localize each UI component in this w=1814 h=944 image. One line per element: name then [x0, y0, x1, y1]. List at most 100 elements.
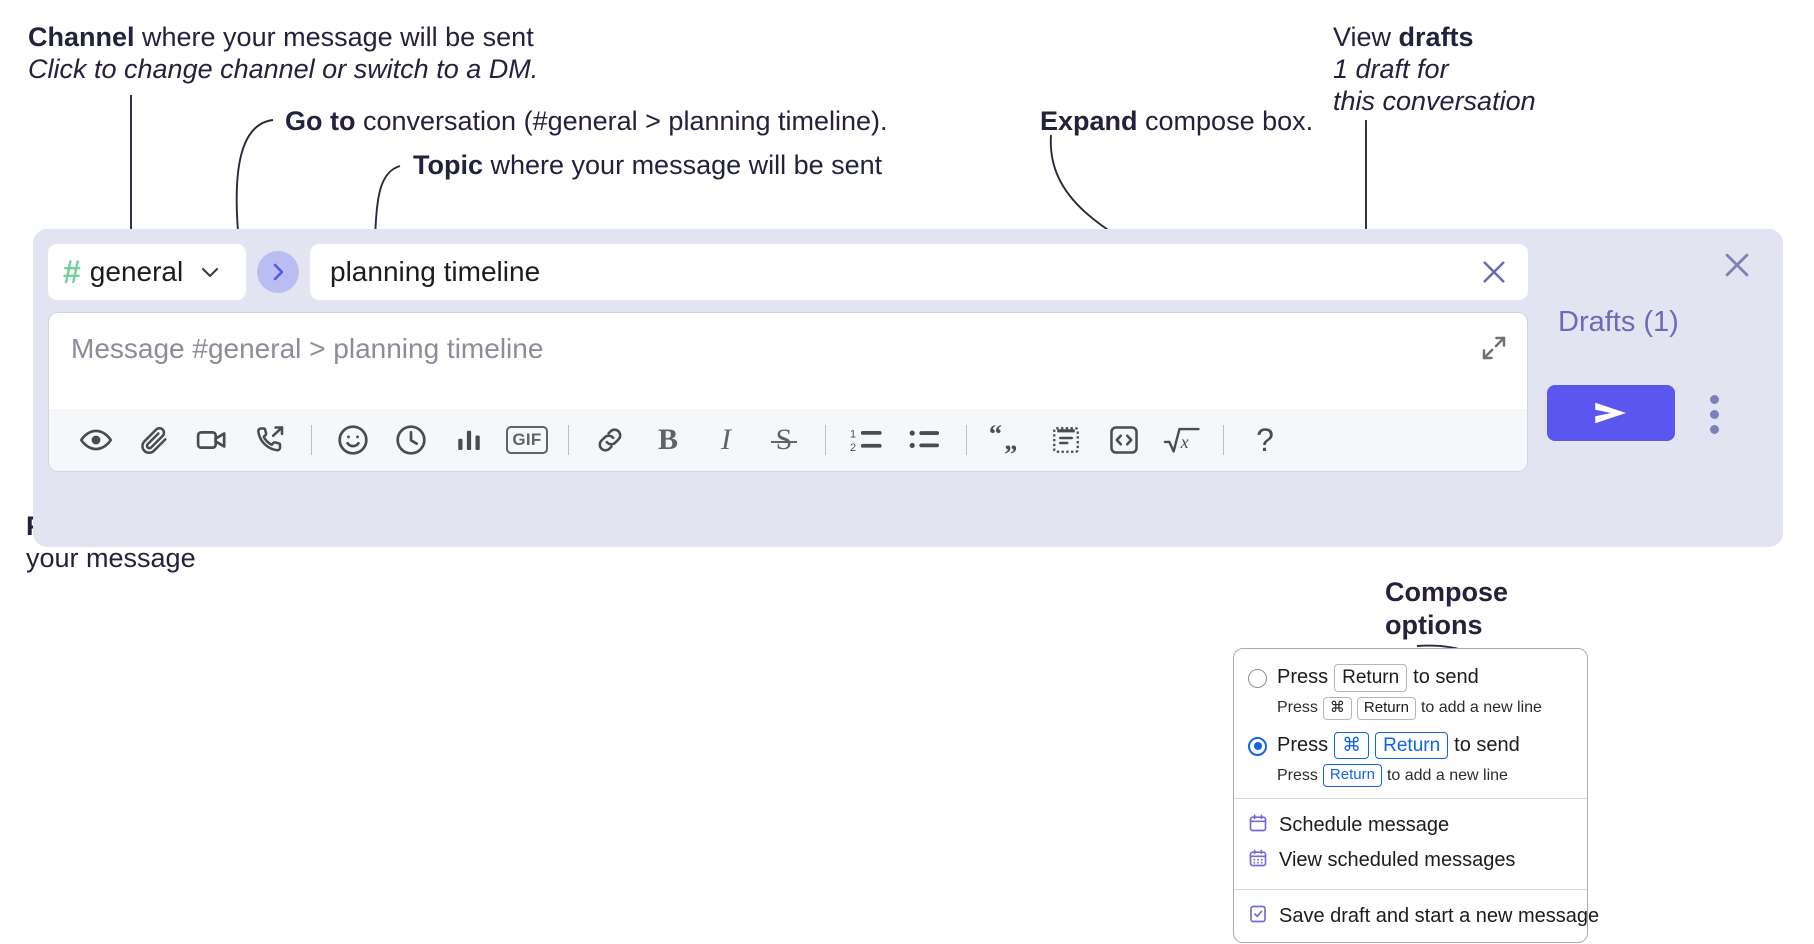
svg-text:2: 2: [850, 442, 856, 454]
opt2-sub-prefix: Press: [1277, 766, 1318, 784]
chevron-right-icon: [273, 263, 284, 281]
annotation-channel-rest: where your message will be sent: [134, 22, 534, 52]
kebab-dot: [1710, 395, 1719, 404]
bulleted-list-icon[interactable]: [896, 417, 954, 463]
compose-options-menu: Press Return to send Press ⌘ Return to a…: [1233, 648, 1599, 943]
calendar-icon: [1248, 813, 1268, 838]
send-option-cmd-return-sub: Press Return to add a new line: [1277, 764, 1520, 787]
annotation-drafts-bold: drafts: [1398, 22, 1474, 52]
strikethrough-icon[interactable]: S: [755, 417, 813, 463]
menu-item-view-scheduled-label: View scheduled messages: [1279, 849, 1516, 871]
save-draft-icon: [1248, 904, 1268, 929]
hash-icon: #: [63, 254, 81, 290]
svg-text:„: „: [1004, 426, 1017, 455]
send-option-return-sub: Press ⌘ Return to add a new line: [1277, 696, 1542, 720]
annotation-goto: Go to conversation (#general > planning …: [285, 106, 888, 138]
toolbar-separator: [966, 425, 967, 455]
svg-text:x: x: [1180, 432, 1189, 452]
gif-icon[interactable]: GIF: [498, 417, 556, 463]
emoji-icon[interactable]: [324, 417, 382, 463]
topic-value: planning timeline: [330, 256, 541, 287]
opt2-prefix: Press: [1277, 733, 1329, 756]
annotation-topic-bold: Topic: [413, 150, 483, 180]
go-to-conversation-button[interactable]: [257, 251, 299, 293]
toolbar-separator: [568, 425, 569, 455]
send-option-return[interactable]: Press Return to send Press ⌘ Return to a…: [1234, 661, 1587, 720]
annotation-channel: Channel where your message will be sent …: [28, 22, 538, 86]
opt1-suffix: to send: [1413, 666, 1479, 689]
clear-topic-icon[interactable]: [1478, 256, 1510, 288]
send-option-cmd-return-main: Press ⌘ Return to send: [1277, 731, 1520, 760]
svg-text:“: “: [990, 425, 1002, 448]
poll-icon[interactable]: [440, 417, 498, 463]
send-option-cmd-return[interactable]: Press ⌘ Return to send Press Return to a…: [1234, 729, 1587, 787]
drafts-link[interactable]: Drafts (1): [1558, 306, 1679, 338]
message-input[interactable]: Message #general > planning timeline: [49, 313, 1527, 409]
clock-icon[interactable]: [382, 417, 440, 463]
annotation-preview-line2: your message: [26, 542, 196, 573]
annotation-topic-rest: where your message will be sent: [483, 150, 883, 180]
close-icon[interactable]: [1720, 248, 1754, 282]
channel-name-label: general: [89, 256, 184, 287]
message-compose-box: Message #general > planning timeline: [48, 312, 1528, 472]
help-icon[interactable]: ?: [1236, 417, 1294, 463]
compose-options-button[interactable]: [1704, 389, 1725, 440]
menu-item-save-draft[interactable]: Save draft and start a new message: [1234, 899, 1599, 934]
compose-panel: # general planning timeline: [33, 229, 1783, 547]
italic-icon[interactable]: I: [697, 417, 755, 463]
annotation-channel-italic: Click to change channel or switch to a D…: [28, 53, 539, 84]
topic-input[interactable]: planning timeline: [310, 244, 1528, 300]
annotation-expand: Expand compose box.: [1040, 106, 1313, 138]
menu-divider: [1234, 889, 1587, 890]
strike-bar: [770, 440, 798, 443]
help-label: ?: [1256, 421, 1274, 458]
italic-label: I: [721, 423, 731, 456]
annotation-compose-bold1: Compose: [1385, 577, 1509, 607]
math-icon[interactable]: x: [1153, 417, 1211, 463]
annotation-drafts-lead: View: [1333, 22, 1399, 52]
annotation-drafts: View drafts 1 draft for this conversatio…: [1333, 22, 1536, 118]
menu-item-schedule-message[interactable]: Schedule message: [1234, 808, 1587, 843]
opt1-sub-prefix: Press: [1277, 699, 1318, 717]
formatting-toolbar: GIF B I S: [49, 409, 1527, 471]
opt2-sub-key-return: Return: [1322, 764, 1382, 787]
toolbar-separator: [825, 425, 826, 455]
radio-button-cmd-return[interactable]: [1248, 736, 1267, 756]
opt2-sub-suffix: to add a new line: [1386, 766, 1508, 784]
code-block-icon[interactable]: [1037, 417, 1095, 463]
attachment-icon[interactable]: [125, 417, 183, 463]
message-placeholder: Message #general > planning timeline: [71, 333, 544, 364]
kebab-dot: [1710, 425, 1719, 434]
calendar-grid-icon: [1248, 848, 1268, 873]
channel-selector[interactable]: # general: [48, 244, 246, 300]
menu-item-save-draft-label: Save draft and start a new message: [1279, 905, 1600, 927]
send-icon: [1595, 402, 1626, 424]
link-icon[interactable]: [581, 417, 639, 463]
compose-header-row: # general planning timeline: [48, 244, 1528, 300]
opt1-key-return: Return: [1334, 664, 1408, 692]
expand-icon[interactable]: [1479, 333, 1509, 363]
bold-icon[interactable]: B: [639, 417, 697, 463]
bold-label: B: [657, 423, 678, 456]
gif-label: GIF: [506, 426, 548, 454]
opt1-sub-key-cmd: ⌘: [1322, 696, 1352, 720]
call-icon[interactable]: [241, 417, 299, 463]
annotation-compose-bold2: options: [1385, 609, 1483, 640]
opt2-suffix: to send: [1454, 733, 1520, 756]
radio-button-return[interactable]: [1248, 669, 1267, 688]
chevron-down-icon: [198, 260, 222, 284]
strike-label: S: [775, 423, 793, 456]
opt1-prefix: Press: [1277, 666, 1329, 689]
video-icon[interactable]: [183, 417, 241, 463]
annotation-topic: Topic where your message will be sent: [413, 150, 882, 182]
kebab-dot: [1710, 410, 1719, 419]
menu-item-view-scheduled[interactable]: View scheduled messages: [1234, 843, 1587, 878]
blockquote-icon[interactable]: “ „: [979, 417, 1037, 463]
opt2-key-return: Return: [1375, 731, 1449, 760]
send-button[interactable]: [1547, 385, 1675, 441]
code-icon[interactable]: [1095, 417, 1153, 463]
send-option-return-main: Press Return to send: [1277, 664, 1542, 692]
ordered-list-icon[interactable]: 1 2: [838, 417, 896, 463]
annotation-drafts-italic2: this conversation: [1333, 85, 1536, 116]
preview-icon[interactable]: [67, 417, 125, 463]
